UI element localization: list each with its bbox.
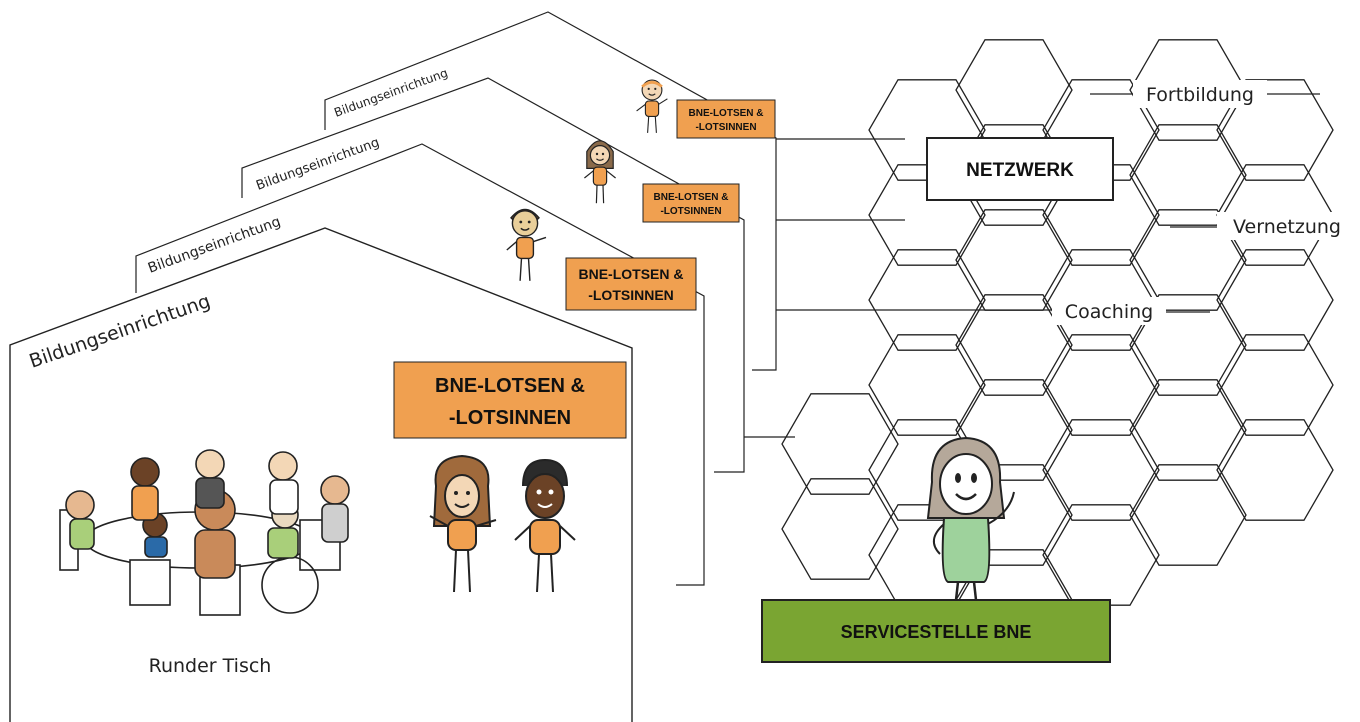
hexagon-icon [1216, 249, 1334, 351]
badge-4-box [676, 99, 776, 139]
service-label: SERVICESTELLE BNE [841, 622, 1032, 642]
badge-1-box [393, 361, 627, 439]
hexagon-icon [1216, 79, 1334, 181]
network-title: NETZWERK [966, 160, 1074, 181]
hexagon-icon [1216, 334, 1334, 436]
badge-1-line2: -LOTSINNEN [449, 407, 571, 429]
hexagon-icon [1129, 209, 1247, 311]
hexagon-icon [1042, 79, 1160, 181]
hexagon-icon [955, 379, 1073, 481]
hexagon-icon [781, 393, 899, 495]
hexagon-icon [1216, 419, 1334, 521]
hexagon-icon [1042, 249, 1160, 351]
person-figure-icon [636, 79, 668, 133]
hexagon-icon [1129, 464, 1247, 566]
badge-3-line2: -LOTSINNEN [660, 206, 721, 217]
badge-4: BNE-LOTSEN & -LOTSINNEN [676, 99, 776, 139]
round-table-caption: Runder Tisch [149, 655, 272, 677]
service-rect [761, 599, 1111, 663]
badge-2-line1: BNE-LOTSEN & [579, 266, 684, 282]
badge-3: BNE-LOTSEN & -LOTSINNEN [642, 183, 740, 223]
hexagon-icon [868, 249, 986, 351]
hexagon-icon [1129, 294, 1247, 396]
service-box: SERVICESTELLE BNE [761, 599, 1111, 663]
badge-1: BNE-LOTSEN & -LOTSINNEN [393, 361, 627, 439]
person-figure-icon [514, 458, 576, 593]
badge-3-line1: BNE-LOTSEN & [654, 192, 729, 203]
badge-2-box [565, 257, 697, 311]
person-figure-icon [584, 140, 616, 204]
round-table-illustration [59, 449, 350, 616]
hexagon-icon [1042, 164, 1160, 266]
badge-4-line1: BNE-LOTSEN & [689, 108, 764, 119]
hexagon-icon [868, 334, 986, 436]
badge-1-line1: BNE-LOTSEN & [435, 375, 585, 397]
badge-2: BNE-LOTSEN & -LOTSINNEN [565, 257, 697, 311]
honeycomb-grid [781, 39, 1334, 651]
badge-3-box [642, 183, 740, 223]
hexagon-icon [1129, 379, 1247, 481]
hexagon-icon [1042, 504, 1160, 606]
network-labels: Fortbildung Vernetzung Coaching [1052, 80, 1357, 325]
network-label-coaching: Coaching [1065, 301, 1153, 323]
network-title-rect [926, 137, 1114, 201]
hexagon-icon [1042, 419, 1160, 521]
hexagon-icon [1042, 334, 1160, 436]
badge-2-line2: -LOTSINNEN [588, 287, 674, 303]
network-label-vernetzung: Vernetzung [1233, 216, 1341, 238]
network-label-fortbildung: Fortbildung [1146, 84, 1254, 106]
network-title-box: NETZWERK [926, 137, 1114, 201]
person-figure-icon [429, 454, 497, 593]
hexagon-icon [955, 294, 1073, 396]
person-figure-icon [926, 436, 1015, 601]
hexagon-icon [1129, 39, 1247, 141]
hexagon-icon [781, 478, 899, 580]
person-figure-icon [506, 208, 547, 281]
badge-4-line2: -LOTSINNEN [695, 122, 756, 133]
